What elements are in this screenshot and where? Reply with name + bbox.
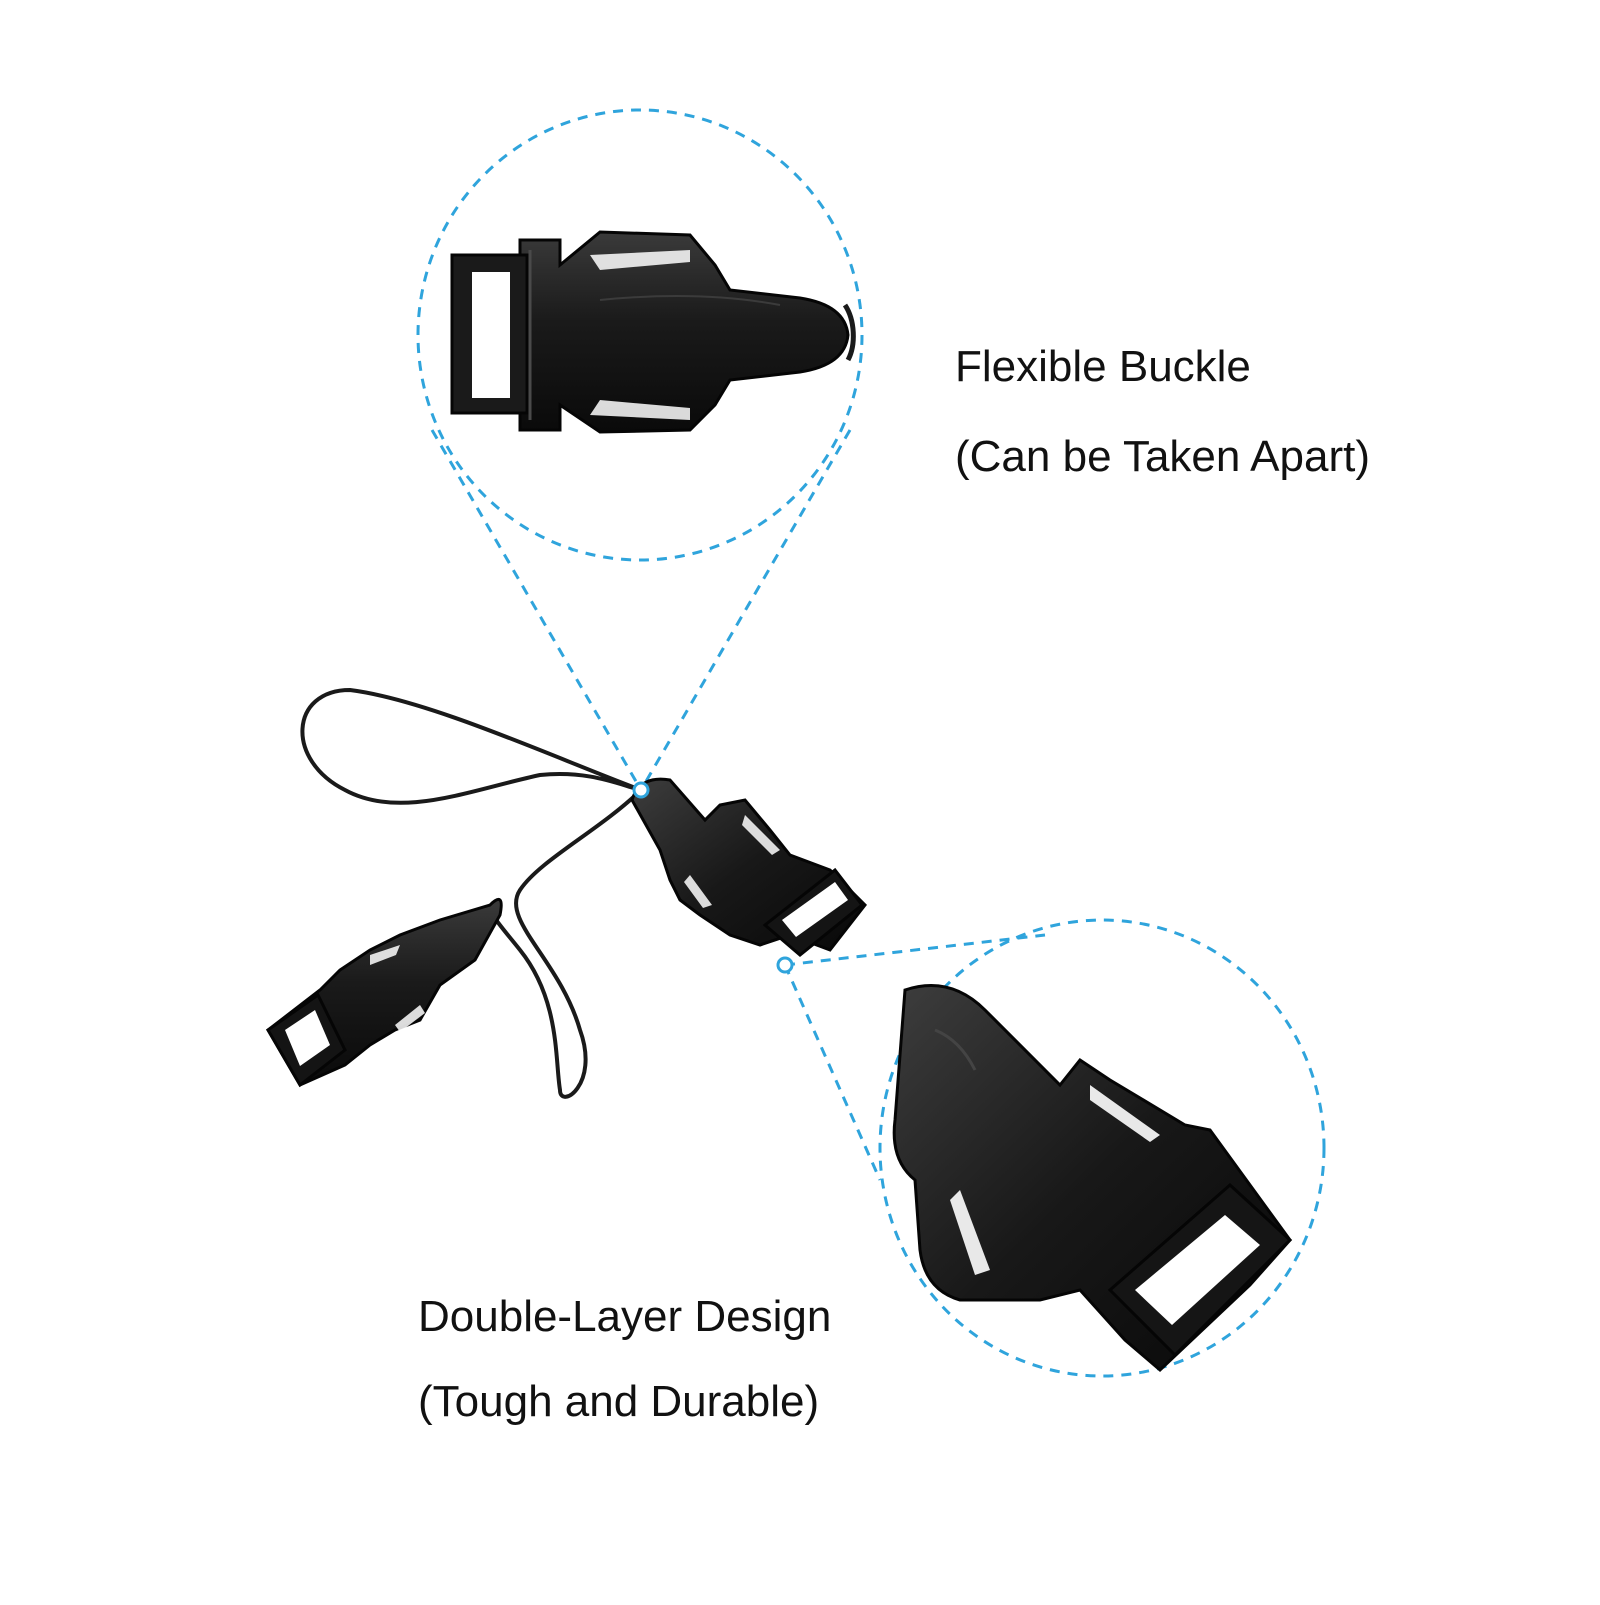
buckle-center bbox=[630, 777, 867, 957]
caption-double-layer-subtitle: (Tough and Durable) bbox=[418, 1377, 820, 1426]
cord-upper-loop bbox=[300, 687, 642, 805]
zoomed-buckle-top bbox=[450, 230, 856, 434]
zoom-circle-bottom bbox=[878, 918, 1326, 1378]
buckle-left bbox=[266, 897, 503, 1088]
callout-marker-bottom bbox=[776, 956, 794, 974]
caption-double-layer-title: Double-Layer Design bbox=[418, 1292, 832, 1341]
product-assembly bbox=[266, 687, 867, 1099]
callout-marker-top bbox=[632, 781, 650, 799]
zoom-callout-bottom bbox=[783, 918, 1326, 1378]
zoomed-buckle-bottom bbox=[892, 984, 1293, 1373]
zoom-circle-top bbox=[416, 108, 864, 562]
zoom-callout-top bbox=[416, 108, 864, 791]
callout-line-top-left bbox=[430, 429, 643, 791]
callout-line-bottom-left bbox=[783, 964, 882, 1181]
caption-flexible-buckle-subtitle: (Can be Taken Apart) bbox=[955, 432, 1370, 481]
callout-line-top-right bbox=[639, 429, 852, 791]
callout-line-bottom-top bbox=[784, 933, 1046, 967]
cord-lower-loop bbox=[488, 788, 643, 1099]
caption-flexible-buckle-title: Flexible Buckle bbox=[955, 342, 1251, 391]
